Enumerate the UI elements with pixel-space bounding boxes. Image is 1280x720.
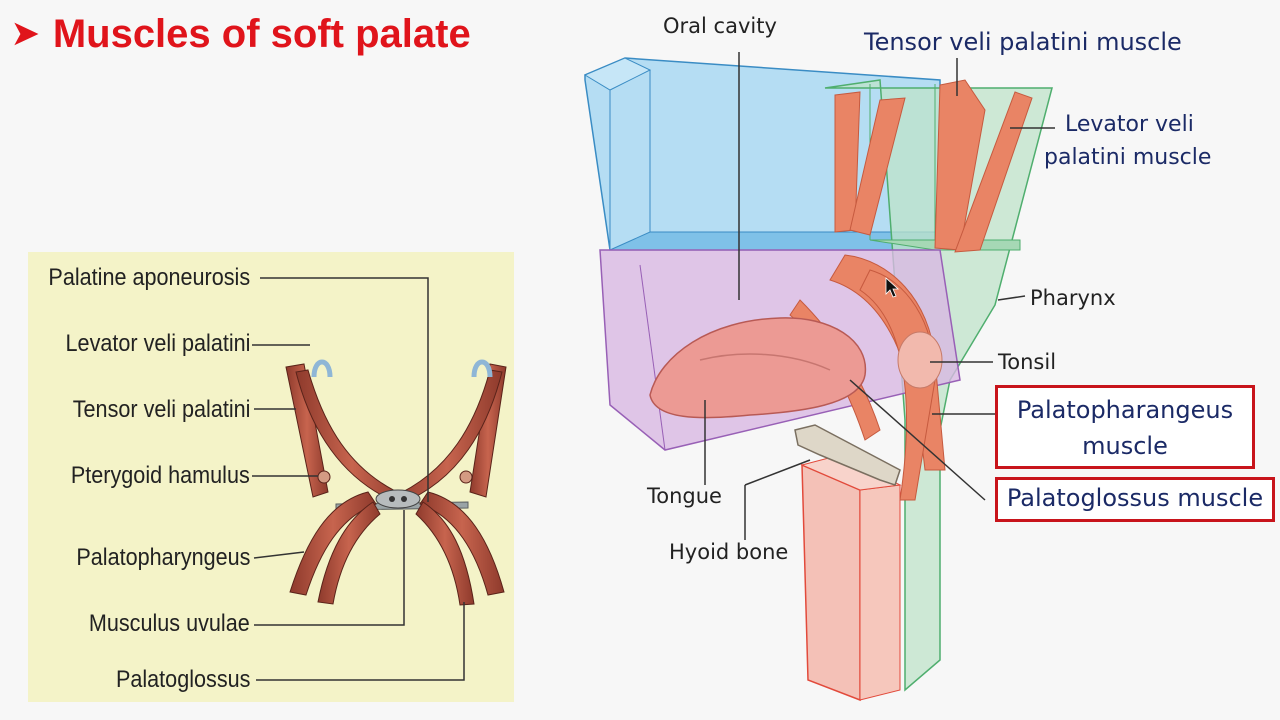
label-tensor-veli-palatini: Tensor veli palatini <box>72 396 250 423</box>
label-levator-veli-palatini: Levator veli palatini <box>65 330 250 357</box>
soft-palate-illustration <box>252 277 507 681</box>
label-oral-cavity: Oral cavity <box>663 14 777 38</box>
musculus-uvulae <box>375 489 421 509</box>
label-tonsil: Tonsil <box>998 350 1057 374</box>
highlight-palatopharangeus-muscle: Palatopharangeus muscle <box>995 385 1255 469</box>
label-pharynx: Pharynx <box>1030 286 1116 310</box>
mouse-cursor-icon <box>885 277 900 298</box>
hyoid-bone <box>794 424 901 486</box>
label-palatopharangeus-line1: Palatopharangeus <box>1016 396 1234 424</box>
left-pterygoid-knob <box>317 470 331 484</box>
label-levator-line2: palatini muscle <box>1044 145 1212 170</box>
label-musculus-uvulae: Musculus uvulae <box>89 610 250 637</box>
tongue <box>649 317 867 419</box>
label-hyoid-bone: Hyoid bone <box>669 540 789 564</box>
left-palatoglossus <box>317 501 381 605</box>
right-hamulus-hook <box>471 359 493 378</box>
label-palatine-aponeurosis: Palatine aponeurosis <box>48 264 250 291</box>
left-hamulus-hook <box>311 359 333 378</box>
label-palatoglossus-muscle: Palatoglossus muscle <box>1006 484 1264 512</box>
palatopharangeus-muscle <box>859 269 936 501</box>
slide-title: ➤ Muscles of soft palate <box>12 12 471 57</box>
larynx-column <box>801 463 861 702</box>
label-palatopharyngeus: Palatopharyngeus <box>75 544 250 571</box>
label-tongue: Tongue <box>647 484 722 508</box>
highlight-palatoglossus-muscle: Palatoglossus muscle <box>995 477 1275 522</box>
soft-palate-muscles-diagram: Palatine aponeurosis Levator veli palati… <box>28 252 514 702</box>
left-tensor-strip <box>285 363 329 498</box>
right-tensor-strip <box>469 363 507 498</box>
slide-title-text: Muscles of soft palate <box>52 12 471 56</box>
right-pterygoid-knob <box>459 470 473 484</box>
label-palatopharangeus-line2: muscle <box>1082 432 1168 460</box>
tensor-veli-palatini-muscle <box>934 79 986 251</box>
label-palatoglossus: Palatoglossus <box>115 666 250 693</box>
arrow-bullet-icon: ➤ <box>12 15 39 51</box>
levator-veli-palatini-muscle <box>954 91 1033 253</box>
left-palatopharyngeus <box>289 491 377 596</box>
right-palatoglossus <box>415 501 475 606</box>
label-levator-line1: Levator veli <box>1065 112 1194 137</box>
right-palatopharyngeus <box>419 491 505 596</box>
tonsil <box>897 331 943 389</box>
label-pterygoid-hamulus: Pterygoid hamulus <box>71 462 250 489</box>
label-tensor-veli-palatini-muscle: Tensor veli palatini muscle <box>864 28 1182 56</box>
